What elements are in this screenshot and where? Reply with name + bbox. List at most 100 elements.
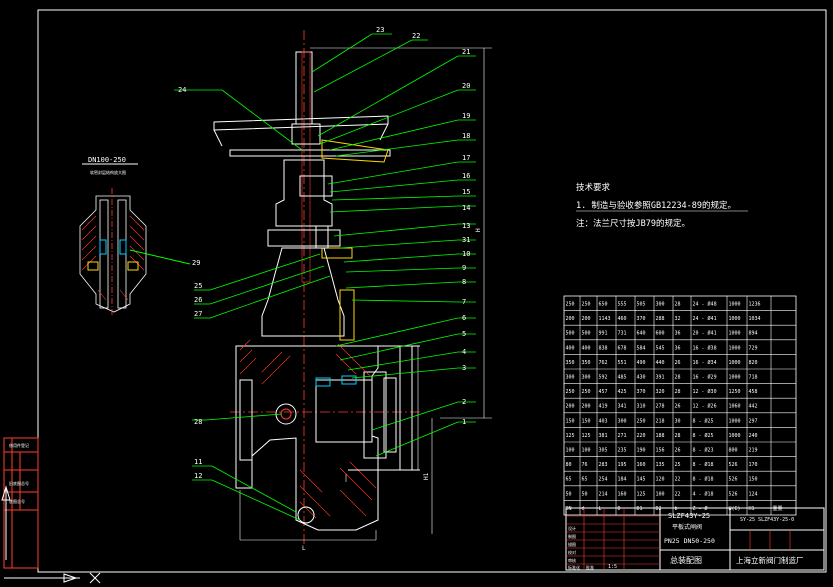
- table-cell: 320: [656, 389, 665, 395]
- table-cell: 220: [637, 433, 646, 439]
- table-cell: 526: [729, 477, 738, 483]
- detail-view: DN100-250 软密封层结构放大图 29: [79, 156, 200, 316]
- table-cell: 250: [637, 418, 646, 424]
- balloons-left: 24 25 26 27 28 11 12: [178, 86, 202, 480]
- table-cell: 195: [618, 462, 627, 468]
- table-cell: 678: [618, 345, 627, 351]
- table-cell: 28: [675, 433, 681, 439]
- tb-name: 平板式闸阀: [672, 523, 702, 531]
- table-cell: 8 - Ø18: [693, 461, 714, 468]
- table-cell: 718: [749, 375, 758, 381]
- table-cell: 310: [637, 404, 646, 410]
- table-cell: 30: [675, 418, 681, 424]
- table-cell: 640: [637, 331, 646, 337]
- table-cell: 400: [582, 345, 591, 351]
- table-cell: 32: [675, 316, 681, 322]
- tb-cell-1: 制图: [568, 533, 576, 539]
- table-cell: 125: [566, 433, 575, 439]
- table-cell: 1060: [729, 404, 741, 410]
- table-cell: 16 - Ø38: [693, 344, 717, 351]
- table-cell: 28: [675, 389, 681, 395]
- table-cell: 500: [566, 331, 575, 337]
- table-cell: 419: [599, 404, 608, 410]
- table-cell: 100: [582, 448, 591, 454]
- table-cell: 8 - Ø25: [693, 417, 714, 424]
- left-strip-item-1: 借用件登记: [9, 442, 29, 448]
- table-cell: 288: [656, 316, 665, 322]
- table-cell: 25: [675, 462, 681, 468]
- table-cell: 1000: [729, 360, 741, 366]
- table-cell: 391: [656, 375, 665, 381]
- table-header-cell: L: [599, 506, 602, 512]
- table-cell: 20 - Ø41: [693, 330, 717, 337]
- tb-cell-0: 设计: [568, 525, 576, 531]
- table-cell: 16 - Ø29: [693, 374, 717, 381]
- table-cell: 442: [749, 404, 758, 410]
- balloon-11: 11: [194, 458, 202, 466]
- table-cell: 250: [582, 389, 591, 395]
- tb-drawing-no: SY-25 SLZF43Y-25-0: [740, 517, 794, 523]
- balloon-2: 2: [462, 398, 466, 406]
- table-cell: 254: [599, 477, 608, 483]
- table-cell: 80: [566, 462, 572, 468]
- balloon-24: 24: [178, 86, 186, 94]
- valve-assembly-section: [213, 30, 420, 545]
- table-cell: 526: [729, 491, 738, 497]
- table-cell: 297: [749, 418, 758, 424]
- balloon-25: 25: [194, 282, 202, 290]
- table-cell: 125: [582, 433, 591, 439]
- table-cell: 894: [749, 331, 758, 337]
- table-cell: 12 - Ø26: [693, 403, 717, 410]
- table-cell: 490: [637, 360, 646, 366]
- table-cell: 838: [599, 345, 608, 351]
- table-cell: 731: [618, 331, 627, 337]
- balloon-21b: 20: [462, 82, 470, 90]
- table-cell: 300: [566, 375, 575, 381]
- table-cell: 425: [618, 389, 627, 395]
- table-cell: 200: [566, 404, 575, 410]
- balloon-9: 9: [462, 264, 466, 272]
- table-cell: 200: [582, 404, 591, 410]
- table-cell: 430: [637, 375, 646, 381]
- table-cell: 820: [749, 360, 758, 366]
- table-cell: 545: [656, 345, 665, 351]
- table-cell: 370: [637, 389, 646, 395]
- balloon-27: 27: [194, 310, 202, 318]
- table-cell: 551: [618, 360, 627, 366]
- table-cell: 1000: [729, 418, 741, 424]
- balloon-6: 6: [462, 314, 466, 322]
- table-cell: 150: [582, 418, 591, 424]
- table-cell: 762: [599, 360, 608, 366]
- table-cell: 4 - Ø18: [693, 490, 714, 497]
- balloon-1: 1: [462, 418, 466, 426]
- ucs-icon: [1, 485, 101, 584]
- table-cell: 184: [618, 477, 627, 483]
- balloon-28: 28: [194, 418, 202, 426]
- table-cell: 65: [582, 477, 588, 483]
- balloon-15: 15: [462, 188, 470, 196]
- table-cell: 160: [618, 491, 627, 497]
- table-cell: 26: [675, 448, 681, 454]
- table-cell: 991: [599, 331, 608, 337]
- table-cell: 22: [675, 477, 681, 483]
- table-cell: 278: [656, 404, 665, 410]
- table-cell: 235: [618, 448, 627, 454]
- table-cell: 250: [582, 302, 591, 308]
- table-cell: 1000: [729, 433, 741, 439]
- table-cell: 271: [618, 433, 627, 439]
- table-cell: 12 - Ø30: [693, 388, 717, 395]
- table-cell: 76: [582, 462, 588, 468]
- balloon-10: 10: [462, 250, 470, 258]
- table-cell: 305: [599, 448, 608, 454]
- table-cell: 36: [675, 331, 681, 337]
- table-cell: 125: [637, 491, 646, 497]
- balloon-23: 23: [376, 26, 384, 34]
- balloon-3: 3: [462, 364, 466, 372]
- table-cell: 100: [566, 448, 575, 454]
- table-cell: 219: [749, 448, 758, 454]
- table-cell: 457: [599, 389, 608, 395]
- table-header-cell: D1: [637, 506, 643, 512]
- table-cell: 485: [618, 375, 627, 381]
